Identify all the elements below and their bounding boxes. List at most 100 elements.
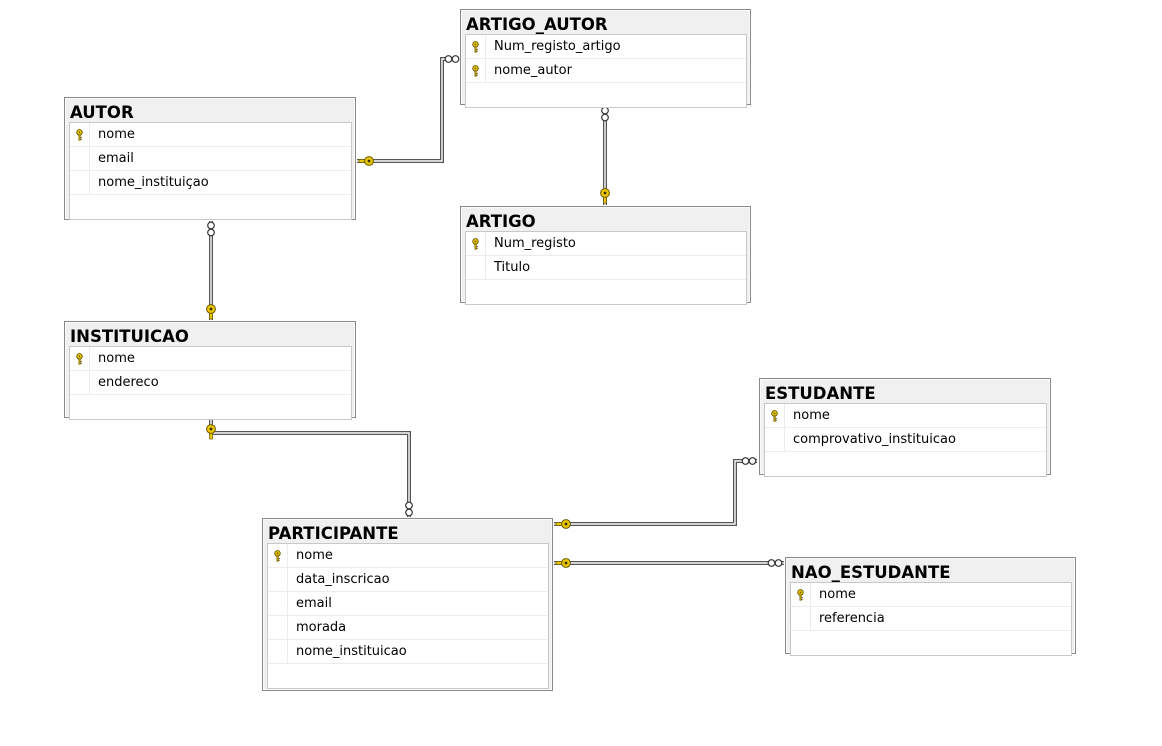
key-icon: [600, 188, 610, 204]
column-row[interactable]: nome: [791, 583, 1071, 607]
key-icon: [466, 232, 486, 255]
new-column-row[interactable]: [791, 631, 1071, 655]
key-icon: [358, 156, 374, 166]
column-name: Titulo: [494, 260, 531, 275]
column-row[interactable]: Num_registo: [466, 232, 746, 256]
column-row[interactable]: referencia: [791, 607, 1071, 631]
column-name: nome: [98, 351, 135, 366]
column-row[interactable]: nome: [70, 123, 351, 147]
key-icon: [70, 123, 90, 146]
column-indicator: [268, 616, 288, 639]
relationship-line[interactable]: [600, 106, 610, 205]
relationship-line[interactable]: [554, 558, 784, 568]
column-row[interactable]: nome_instituicao: [268, 640, 548, 664]
column-row[interactable]: comprovativo_instituicao: [765, 428, 1046, 452]
column-row[interactable]: email: [268, 592, 548, 616]
table-title: AUTOR: [70, 103, 134, 122]
table-title: ARTIGO: [466, 212, 536, 231]
key-icon: [555, 558, 571, 568]
table-title: NAO_ESTUDANTE: [791, 563, 951, 582]
column-name: nome_instituicao: [296, 644, 407, 659]
column-name: comprovativo_instituicao: [793, 432, 956, 447]
key-icon: [466, 59, 486, 82]
column-indicator: [268, 640, 288, 663]
column-indicator: [268, 592, 288, 615]
column-indicator: [466, 256, 486, 279]
column-name: data_inscricao: [296, 572, 390, 587]
column-indicator: [765, 428, 785, 451]
infinity-icon: [405, 501, 413, 517]
table-title: ESTUDANTE: [765, 384, 876, 403]
table-artigo-autor[interactable]: ARTIGO_AUTOR Num_registo_artigo nome_auto…: [460, 9, 751, 108]
infinity-icon: [767, 559, 783, 567]
key-icon: [70, 347, 90, 370]
table-instituicao[interactable]: INSTITUICAO nome endereco: [64, 321, 356, 420]
key-icon: [791, 583, 811, 606]
infinity-icon: [741, 457, 757, 465]
column-name: nome: [98, 127, 135, 142]
table-autor[interactable]: AUTOR nome email nome_instituiçao: [64, 97, 356, 220]
column-row[interactable]: nome: [268, 544, 548, 568]
column-name: Num_registo: [494, 236, 576, 251]
column-row[interactable]: morada: [268, 616, 548, 640]
new-column-row[interactable]: [466, 83, 746, 107]
table-nao-estudante[interactable]: NAO_ESTUDANTE nome referencia: [785, 557, 1076, 656]
key-icon: [206, 424, 216, 440]
column-name: nome: [296, 548, 333, 563]
column-list: Num_registo_artigo nome_autor: [465, 34, 747, 108]
table-estudante[interactable]: ESTUDANTE nome comprovativo_instituicao: [759, 378, 1051, 477]
column-name: nome: [793, 408, 830, 423]
column-row[interactable]: nome: [765, 404, 1046, 428]
relationship-line[interactable]: [206, 419, 413, 517]
column-list: nome comprovativo_instituicao: [764, 403, 1047, 477]
column-indicator: [70, 371, 90, 394]
key-icon: [555, 519, 571, 529]
column-name: nome_autor: [494, 63, 572, 78]
column-row[interactable]: endereco: [70, 371, 351, 395]
relationship-line[interactable]: [554, 457, 757, 529]
column-name: email: [98, 151, 134, 166]
new-column-row[interactable]: [70, 195, 351, 219]
column-list: nome endereco: [69, 346, 352, 420]
column-indicator: [268, 568, 288, 591]
column-indicator: [791, 607, 811, 630]
table-title: ARTIGO_AUTOR: [466, 15, 608, 34]
key-icon: [268, 544, 288, 567]
table-title: PARTICIPANTE: [268, 524, 399, 543]
column-name: endereco: [98, 375, 159, 390]
column-indicator: [70, 147, 90, 170]
relationship-line[interactable]: [357, 55, 460, 166]
column-row[interactable]: Titulo: [466, 256, 746, 280]
new-column-row[interactable]: [70, 395, 351, 419]
infinity-icon: [444, 55, 460, 63]
column-row[interactable]: data_inscricao: [268, 568, 548, 592]
key-icon: [466, 35, 486, 58]
column-list: nome email nome_instituiçao: [69, 122, 352, 220]
new-column-row[interactable]: [466, 280, 746, 304]
relationship-line[interactable]: [206, 221, 216, 320]
key-icon: [765, 404, 785, 427]
column-row[interactable]: nome: [70, 347, 351, 371]
table-title: INSTITUICAO: [70, 327, 189, 346]
column-row[interactable]: email: [70, 147, 351, 171]
new-column-row[interactable]: [765, 452, 1046, 476]
column-row[interactable]: Num_registo_artigo: [466, 35, 746, 59]
key-icon: [206, 304, 216, 320]
column-row[interactable]: nome_instituiçao: [70, 171, 351, 195]
column-name: Num_registo_artigo: [494, 39, 621, 54]
column-row[interactable]: nome_autor: [466, 59, 746, 83]
column-indicator: [70, 171, 90, 194]
column-name: nome_instituiçao: [98, 175, 209, 190]
infinity-icon: [207, 221, 215, 237]
column-list: nome referencia: [790, 582, 1072, 656]
column-name: morada: [296, 620, 347, 635]
infinity-icon: [601, 106, 609, 122]
column-name: email: [296, 596, 332, 611]
column-name: nome: [819, 587, 856, 602]
new-column-row[interactable]: [268, 664, 548, 688]
